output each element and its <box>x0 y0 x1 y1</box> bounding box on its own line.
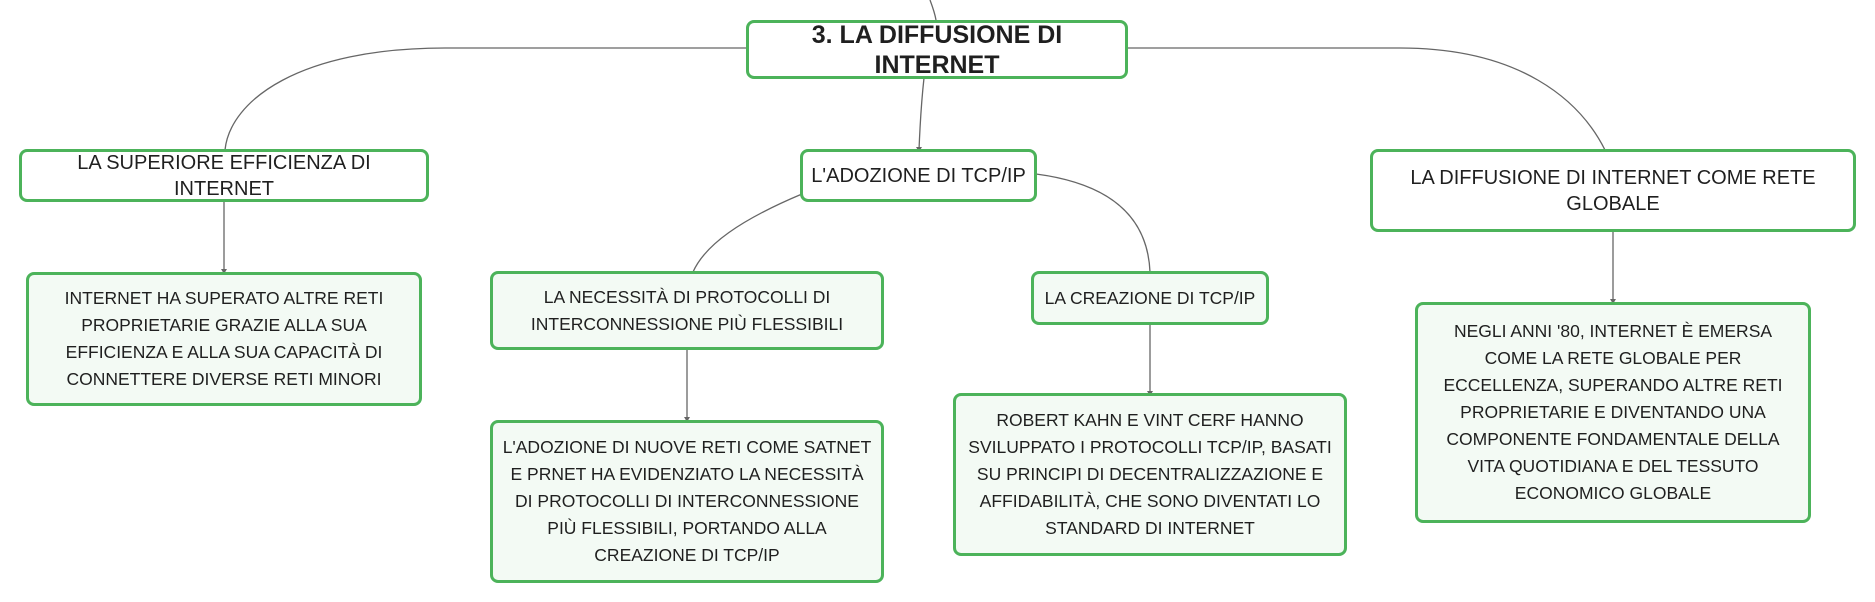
arrowhead-global-detail <box>1610 299 1616 304</box>
root-topic-label: 3. LA DIFFUSIONE DI INTERNET <box>811 20 1063 79</box>
connector-root-to-tcpip <box>918 77 925 151</box>
subtopic-label-tcpip-creation: LA CREAZIONE DI TCP/IP <box>1044 287 1256 308</box>
detail-text-efficiency: INTERNET HA SUPERATO ALTRE RETI PROPRIET… <box>64 288 384 389</box>
detail-node-global-network[interactable]: NEGLI ANNI '80, INTERNET È EMERSA COME L… <box>1415 302 1811 523</box>
detail-node-kahn-cerf[interactable]: ROBERT KAHN E VINT CERF HANNO SVILUPPATO… <box>953 393 1347 556</box>
branch-label-tcpip: L'ADOZIONE DI TCP/IP <box>811 164 1026 187</box>
detail-text-satnet-prnet: L'ADOZIONE DI NUOVE RETI COME SATNET E P… <box>502 437 872 565</box>
detail-text-kahn-cerf: ROBERT KAHN E VINT CERF HANNO SVILUPPATO… <box>968 410 1332 538</box>
subtopic-label-flexible-protocols: LA NECESSITÀ DI PROTOCOLLI DI INTERCONNE… <box>530 286 844 334</box>
detail-node-efficiency[interactable]: INTERNET HA SUPERATO ALTRE RETI PROPRIET… <box>26 272 422 406</box>
connector-root-to-efficiency <box>224 47 746 151</box>
connector-root-to-global <box>1128 47 1606 151</box>
arrowhead-efficiency-detail <box>221 269 227 274</box>
connector-tcpip-to-necessity <box>692 193 803 273</box>
branch-node-tcpip[interactable]: L'ADOZIONE DI TCP/IP <box>800 149 1037 202</box>
branch-label-global: LA DIFFUSIONE DI INTERNET COME RETE GLOB… <box>1410 166 1816 215</box>
detail-text-global-network: NEGLI ANNI '80, INTERNET È EMERSA COME L… <box>1443 321 1783 503</box>
detail-node-satnet-prnet[interactable]: L'ADOZIONE DI NUOVE RETI COME SATNET E P… <box>490 420 884 583</box>
connector-tcpip-to-creation <box>1035 173 1151 273</box>
branch-label-efficiency: LA SUPERIORE EFFICIENZA DI INTERNET <box>77 151 371 200</box>
connector-parent-to-root <box>929 0 937 21</box>
branch-node-global[interactable]: LA DIFFUSIONE DI INTERNET COME RETE GLOB… <box>1370 149 1856 232</box>
root-topic-node[interactable]: 3. LA DIFFUSIONE DI INTERNET <box>746 20 1128 79</box>
branch-node-efficiency[interactable]: LA SUPERIORE EFFICIENZA DI INTERNET <box>19 149 429 202</box>
subtopic-node-flexible-protocols[interactable]: LA NECESSITÀ DI PROTOCOLLI DI INTERCONNE… <box>490 271 884 350</box>
arrowhead-necessity-detail <box>684 417 690 422</box>
subtopic-node-tcpip-creation[interactable]: LA CREAZIONE DI TCP/IP <box>1031 271 1269 325</box>
